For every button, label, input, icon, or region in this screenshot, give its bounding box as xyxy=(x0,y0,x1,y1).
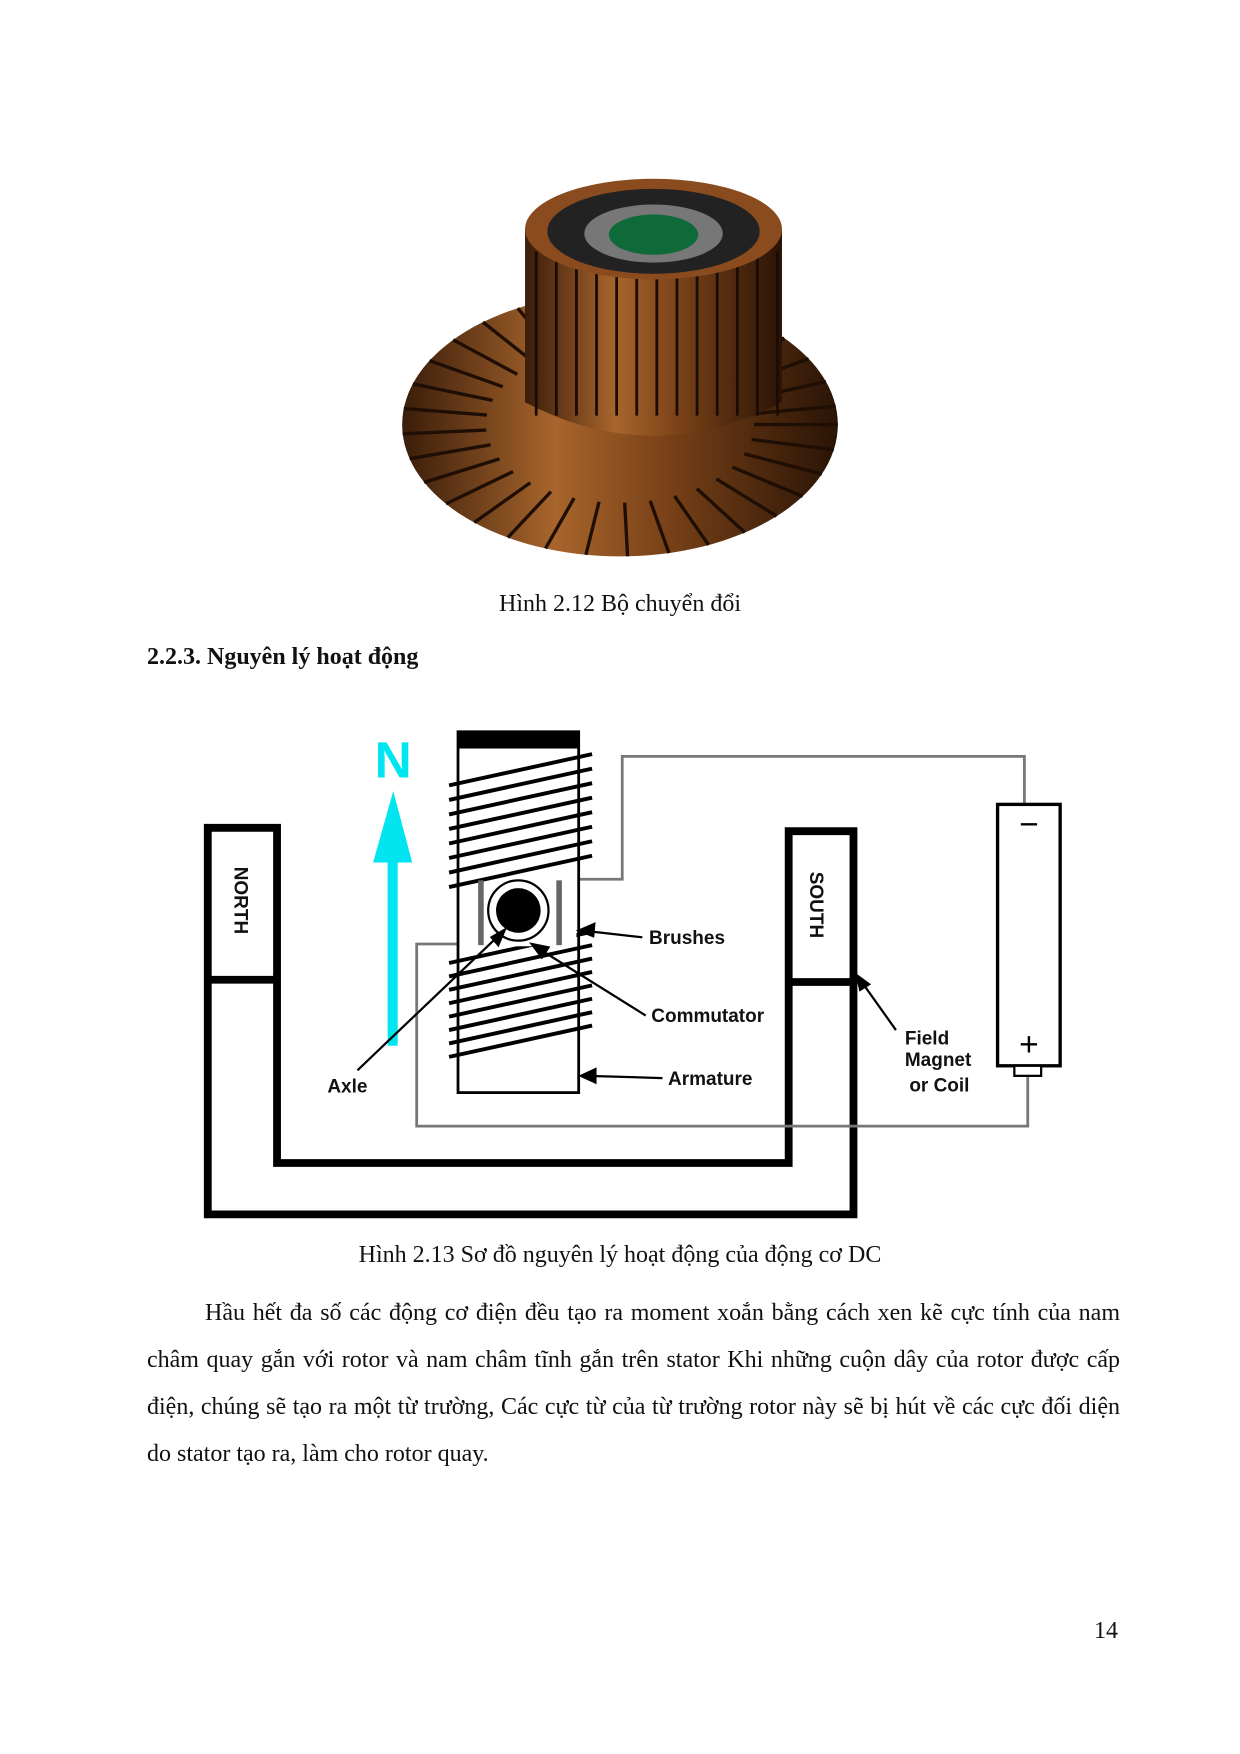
line xyxy=(448,766,593,802)
line xyxy=(448,996,593,1032)
paragraph-text: Hầu hết đa số các động cơ điện đều tạo r… xyxy=(147,1300,1120,1467)
line xyxy=(731,465,804,498)
line xyxy=(409,443,491,461)
axle xyxy=(496,888,541,933)
line xyxy=(584,501,601,556)
commutator-label: Commutator xyxy=(651,1006,764,1027)
line xyxy=(403,406,488,417)
line xyxy=(412,382,493,403)
field-magnet xyxy=(203,823,858,1219)
line xyxy=(473,481,532,524)
line xyxy=(544,497,576,550)
field-label-1: Field xyxy=(905,1029,949,1050)
line xyxy=(506,490,553,539)
figure-caption-2-13: Hình 2.13 Sơ đồ nguyên lý hoạt động của … xyxy=(358,1242,882,1268)
line xyxy=(448,810,593,846)
commutator-photo xyxy=(402,178,838,557)
line xyxy=(448,839,593,875)
line xyxy=(448,983,593,1019)
dc-motor-diagram: NORTH SOUTH N − + Brushes Commutator Arm… xyxy=(203,730,1062,1219)
north-arrow-label: N xyxy=(375,731,412,789)
line xyxy=(448,795,593,831)
line xyxy=(448,824,593,860)
brush-right xyxy=(556,880,562,946)
line xyxy=(402,428,487,436)
line xyxy=(673,495,710,546)
line xyxy=(648,500,671,554)
line xyxy=(448,1010,593,1046)
wire-top xyxy=(559,754,1026,881)
brush-left xyxy=(478,880,484,946)
line xyxy=(445,470,514,506)
battery-minus: − xyxy=(1019,807,1039,844)
battery xyxy=(995,802,1062,1068)
line xyxy=(623,502,630,557)
line xyxy=(752,404,836,416)
armature-label: Armature xyxy=(668,1069,752,1090)
line xyxy=(448,752,593,788)
page-number: 14 xyxy=(1094,1618,1118,1644)
north-arrow-icon xyxy=(373,790,413,863)
south-pole-label: SOUTH xyxy=(805,872,826,938)
line xyxy=(452,338,519,376)
line xyxy=(448,1023,593,1059)
brushes-label: Brushes xyxy=(649,928,725,949)
line xyxy=(423,457,501,484)
line xyxy=(715,477,778,518)
line xyxy=(448,943,593,979)
battery-plus: + xyxy=(1019,1027,1039,1064)
line xyxy=(448,970,593,1006)
line xyxy=(751,437,835,452)
line xyxy=(448,853,593,889)
section-heading: 2.2.3. Nguyên lý hoạt động xyxy=(147,644,419,670)
north-pole-label: NORTH xyxy=(230,867,251,934)
field-label-3: or Coil xyxy=(909,1075,969,1096)
line xyxy=(448,781,593,817)
line xyxy=(448,956,593,992)
line xyxy=(695,487,747,534)
body-paragraph: Hầu hết đa số các động cơ điện đều tạo r… xyxy=(147,1290,1120,1478)
wire-bottom xyxy=(415,942,1030,1128)
line xyxy=(743,452,823,476)
axle-label: Axle xyxy=(327,1077,367,1098)
figure-caption-2-12: Hình 2.12 Bộ chuyển đổi xyxy=(499,591,741,617)
line xyxy=(428,359,504,389)
field-label-2: Magnet xyxy=(905,1050,972,1071)
